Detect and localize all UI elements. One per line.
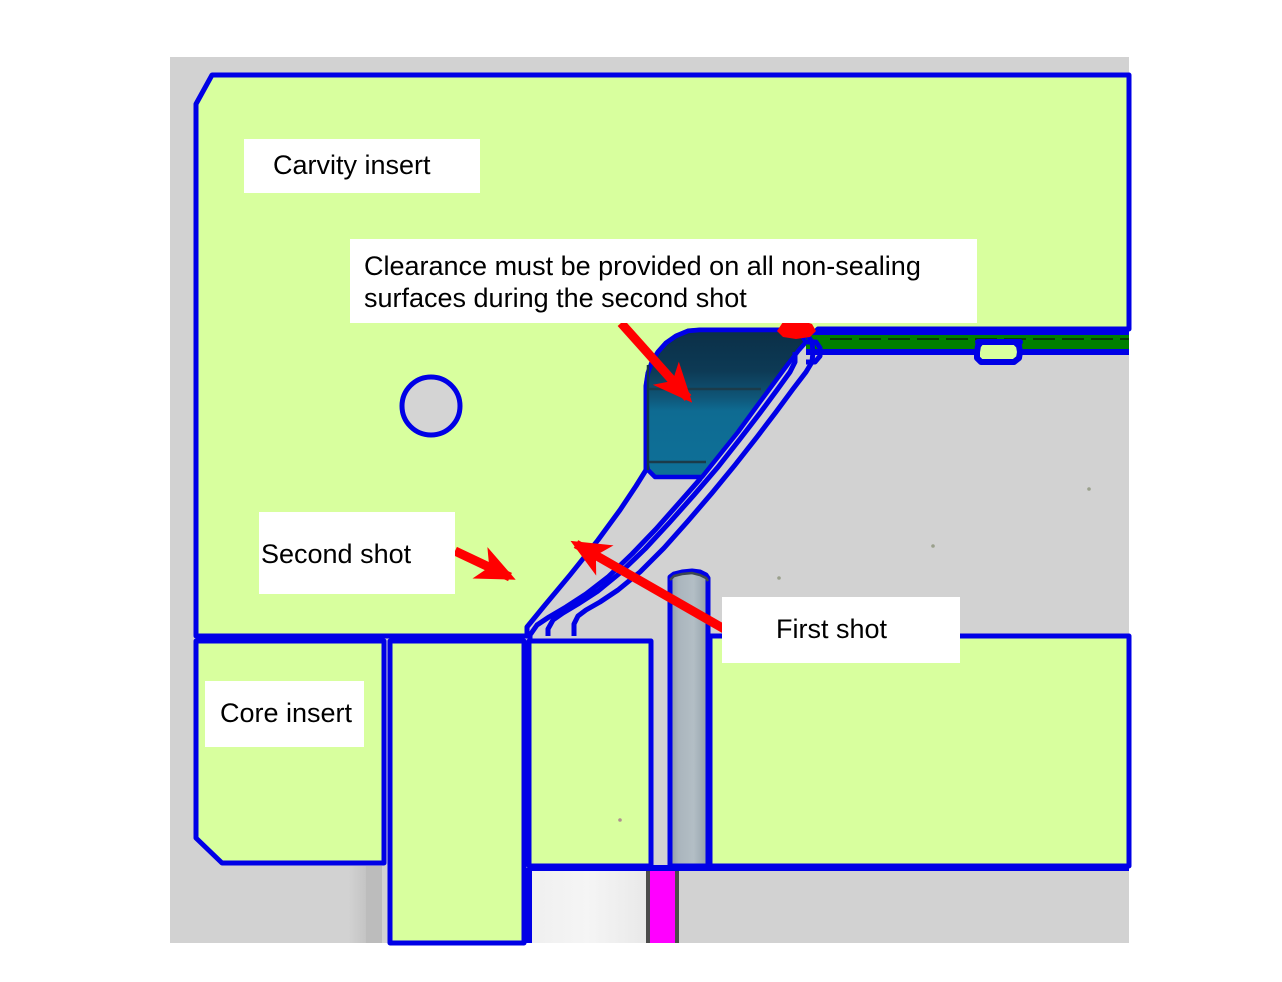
callout-cavity-insert: Carvity insert bbox=[244, 139, 480, 193]
callout-clearance-note: Clearance must be provided on all non-se… bbox=[350, 239, 977, 323]
clearance-notch bbox=[806, 339, 1129, 365]
callout-second-shot: Second shot bbox=[259, 512, 455, 594]
callout-first-shot: First shot bbox=[722, 597, 960, 663]
first-shot-arrow bbox=[570, 540, 736, 638]
second-shot-arrow bbox=[453, 546, 516, 582]
clearance-arrow bbox=[617, 320, 693, 403]
locating-circle bbox=[399, 374, 463, 438]
speck-marks bbox=[618, 487, 1091, 822]
bottom-plate-strip bbox=[526, 865, 1129, 943]
sealing-face-marker bbox=[777, 320, 816, 339]
second-shot-seal-strip bbox=[806, 329, 1129, 349]
centre-core-column bbox=[387, 638, 527, 946]
core-insert-block bbox=[193, 638, 387, 866]
annotation-arrows bbox=[453, 320, 816, 638]
lower-cavity-block bbox=[526, 638, 654, 869]
callout-core-insert: Core insert bbox=[205, 681, 364, 747]
lower-right-green-block bbox=[707, 633, 1132, 869]
bottom-left-gray-plate bbox=[170, 866, 382, 943]
second-shot-skin bbox=[527, 334, 823, 640]
